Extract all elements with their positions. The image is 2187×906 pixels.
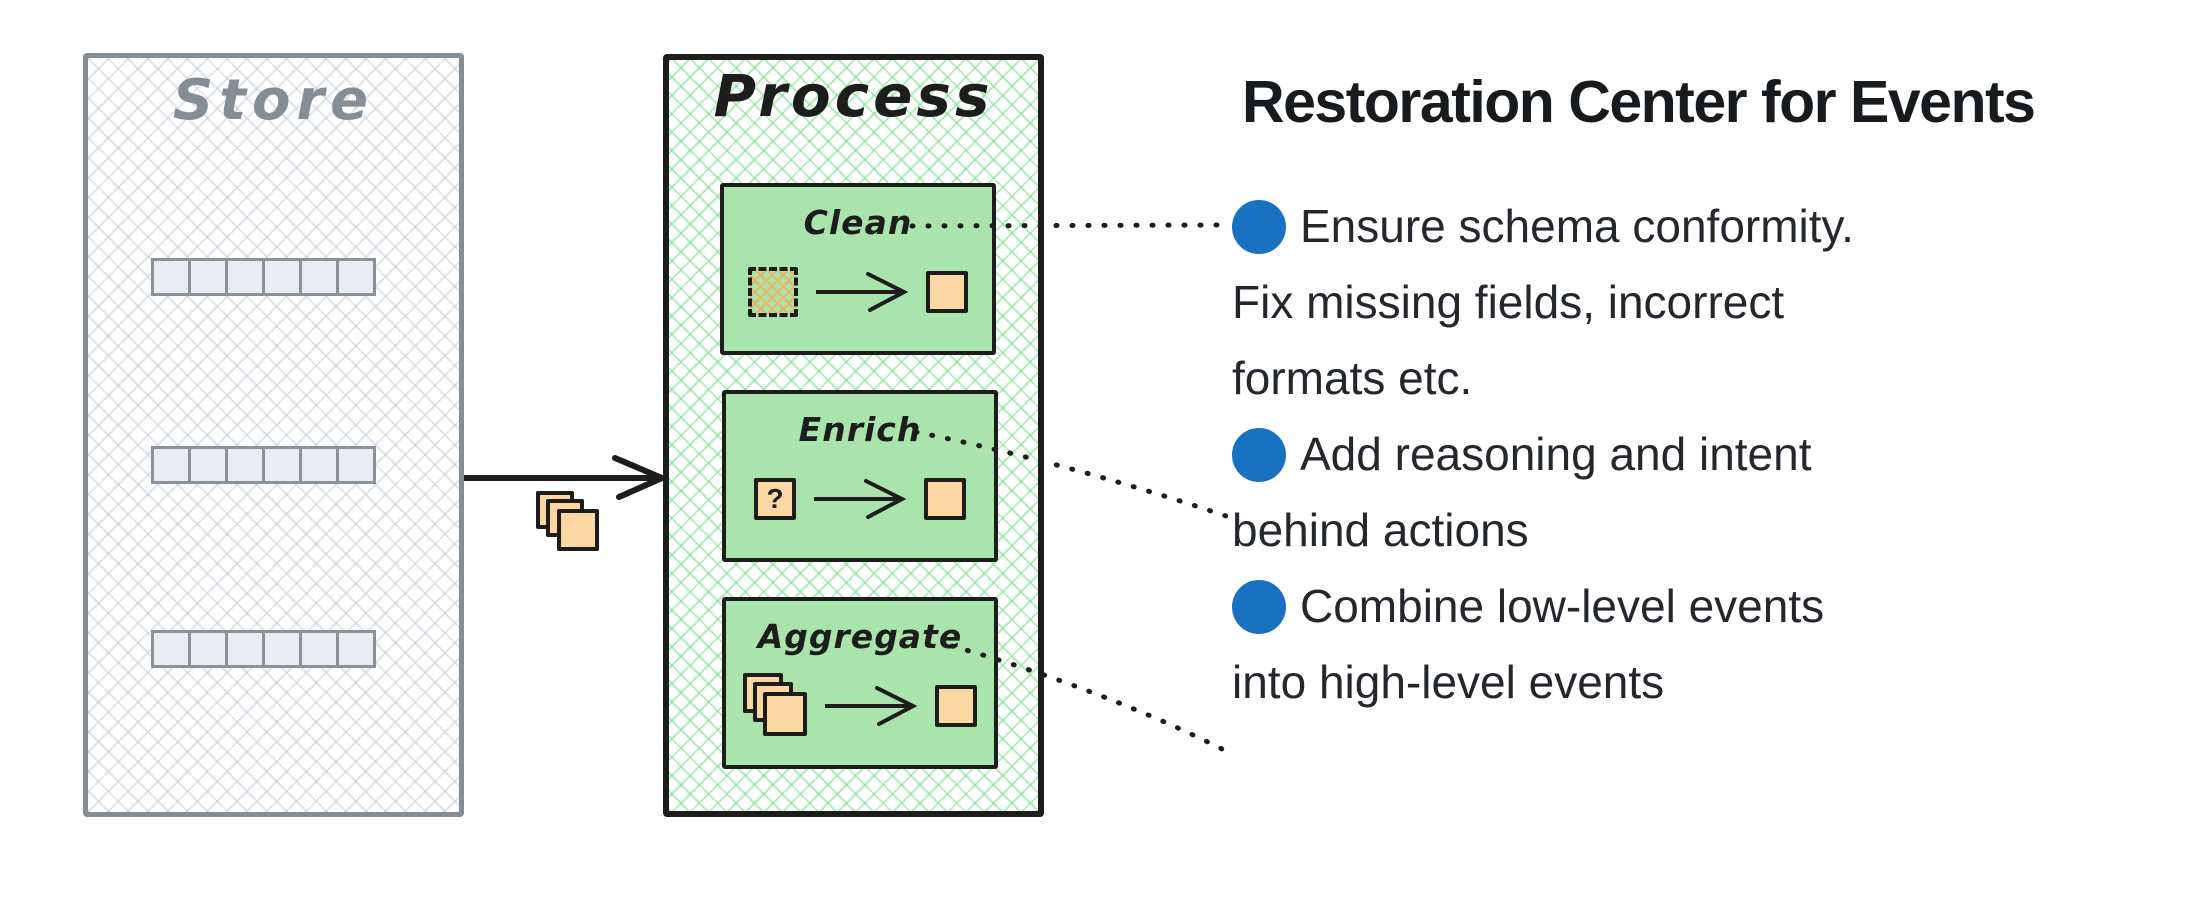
notes-list: Ensure schema conformity. Fix missing fi… <box>1232 188 2182 720</box>
store-cell <box>262 258 302 296</box>
store-cell-row <box>151 630 376 668</box>
store-cell <box>299 446 339 484</box>
note-text: Combine low-level events into high-level… <box>1232 580 1825 708</box>
notes-title: Restoration Center for Events <box>1242 69 2036 135</box>
note-text: Add reasoning and intent behind actions <box>1232 428 1812 556</box>
store-cell <box>225 630 265 668</box>
store-cell <box>262 630 302 668</box>
event-stack-icon <box>536 491 599 555</box>
store-cell <box>225 446 265 484</box>
note-item: Combine low-level events into high-level… <box>1232 568 2182 720</box>
event-square-icon <box>924 478 966 520</box>
dirty-event-square-icon <box>748 267 798 317</box>
store-cell <box>225 258 265 296</box>
bullet-dot-icon <box>1232 579 1286 634</box>
step-enrich: Enrich ? <box>722 390 998 562</box>
store-cell-row <box>151 258 376 296</box>
store-cell <box>262 446 302 484</box>
event-square <box>763 692 807 736</box>
event-square <box>557 509 599 551</box>
step-clean-label: Clean <box>803 203 913 242</box>
event-stack-icon <box>743 673 807 739</box>
unknown-event-square-icon: ? <box>754 478 796 520</box>
store-box: Store <box>83 53 464 817</box>
store-title: Store <box>172 68 375 133</box>
store-cell <box>299 258 339 296</box>
store-cell <box>188 258 228 296</box>
process-title: Process <box>713 62 994 130</box>
store-cell-row <box>151 446 376 484</box>
note-text: Ensure schema conformity. Fix missing fi… <box>1232 200 1854 404</box>
event-square-icon <box>926 271 968 313</box>
event-square-icon <box>935 685 977 727</box>
step-aggregate: Aggregate <box>722 597 998 769</box>
step-enrich-label: Enrich <box>798 410 922 449</box>
store-cell <box>151 630 191 668</box>
store-cell <box>151 446 191 484</box>
note-item: Ensure schema conformity. Fix missing fi… <box>1232 188 2182 416</box>
transform-arrow-icon <box>816 272 909 312</box>
bullet-dot-icon <box>1232 427 1286 482</box>
store-cell <box>336 446 376 484</box>
note-item: Add reasoning and intent behind actions <box>1232 416 2182 568</box>
store-cell <box>151 258 191 296</box>
step-clean: Clean <box>720 183 996 355</box>
store-cell <box>299 630 339 668</box>
store-cell <box>188 630 228 668</box>
step-aggregate-label: Aggregate <box>757 617 963 656</box>
question-glyph: ? <box>766 483 784 514</box>
store-cell <box>336 630 376 668</box>
store-cell <box>336 258 376 296</box>
transform-arrow-icon <box>825 686 918 726</box>
store-cell <box>188 446 228 484</box>
bullet-dot-icon <box>1232 199 1286 254</box>
process-box: Process Clean Enrich ? <box>663 54 1044 817</box>
transform-arrow-icon <box>814 479 907 519</box>
